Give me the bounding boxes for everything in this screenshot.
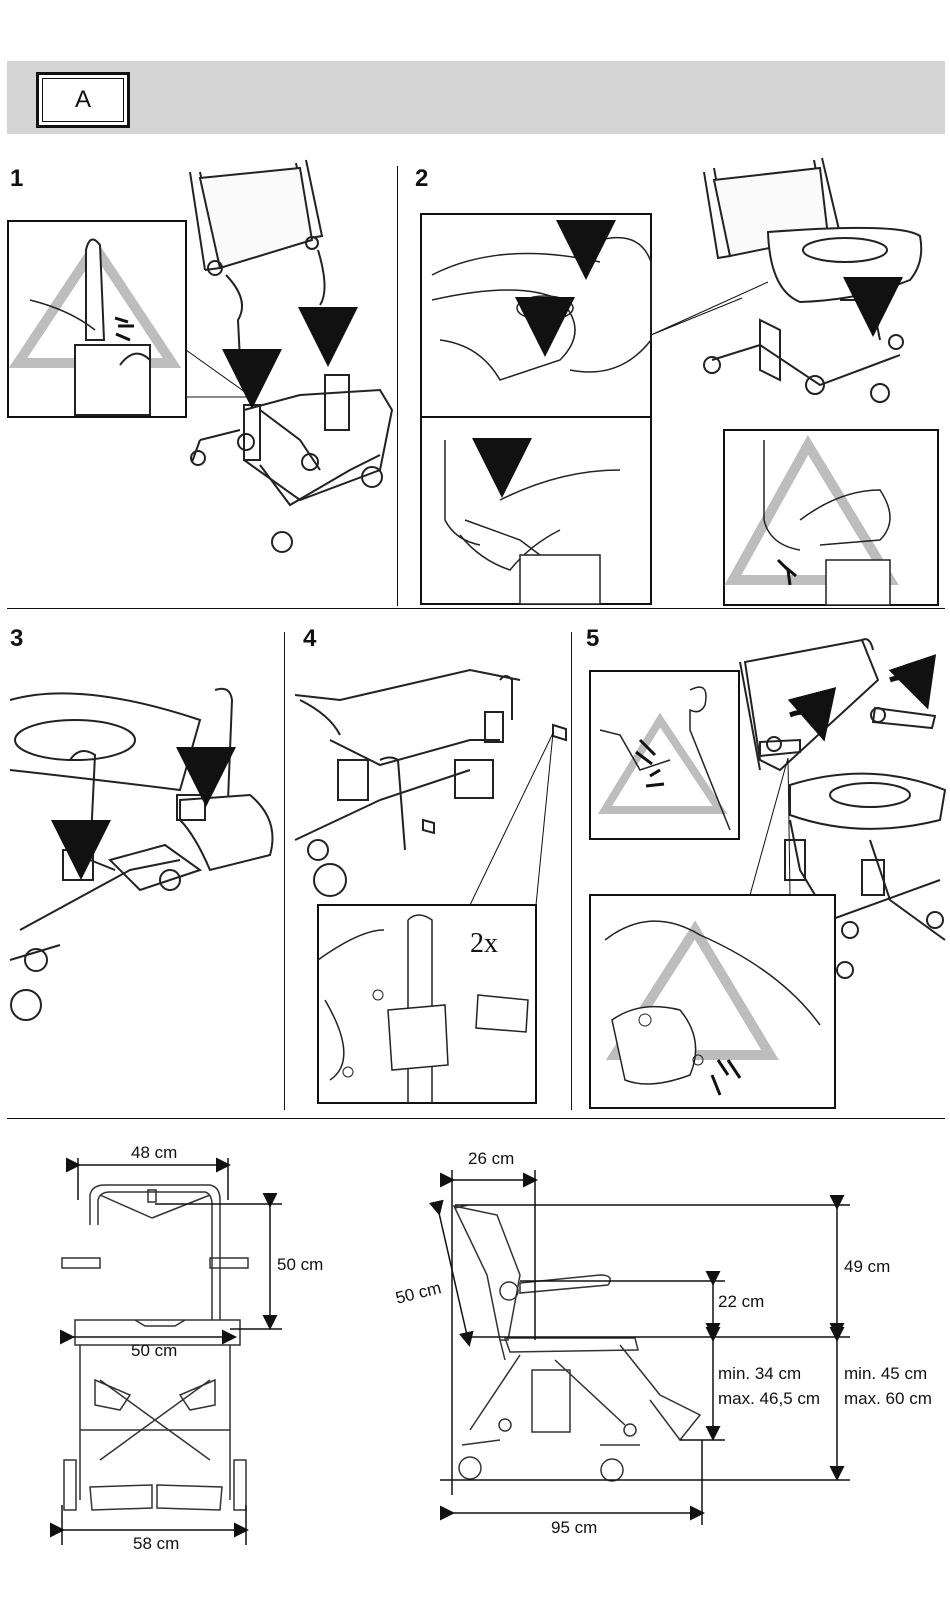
- side-backrest-offset-label: 26 cm: [468, 1147, 514, 1171]
- side-seat-height-max-label: max. 60 cm: [844, 1387, 932, 1411]
- step4-illustration: [295, 670, 566, 896]
- step2-detail-inset-right: [724, 430, 938, 605]
- step2-detail-inset-top: [421, 214, 768, 604]
- step1-illustration: [190, 160, 392, 552]
- side-seat-adjust-min-label: min. 34 cm: [718, 1362, 801, 1386]
- rotate-arrow-icon: [890, 678, 925, 701]
- front-backrest-height-label: 50 cm: [277, 1253, 323, 1277]
- side-backrest-above-seat-label: 49 cm: [844, 1255, 890, 1279]
- front-base-width-label: 58 cm: [133, 1532, 179, 1556]
- side-seat-height-min-label: min. 45 cm: [844, 1362, 927, 1386]
- side-armrest-height-label: 22 cm: [718, 1290, 764, 1314]
- step2-illustration: [704, 158, 921, 402]
- step4-detail-inset: [318, 733, 553, 1103]
- front-seat-width-label: 50 cm: [131, 1339, 177, 1363]
- side-overall-length-label: 95 cm: [551, 1516, 597, 1540]
- step4-quantity-label: 2x: [470, 928, 498, 959]
- front-top-width-label: 48 cm: [131, 1141, 177, 1165]
- step3-illustration: [10, 689, 273, 1020]
- step5-detail-inset-top: [590, 671, 739, 839]
- side-view-drawing: [454, 1205, 700, 1481]
- side-seat-adjust-max-label: max. 46,5 cm: [718, 1387, 820, 1411]
